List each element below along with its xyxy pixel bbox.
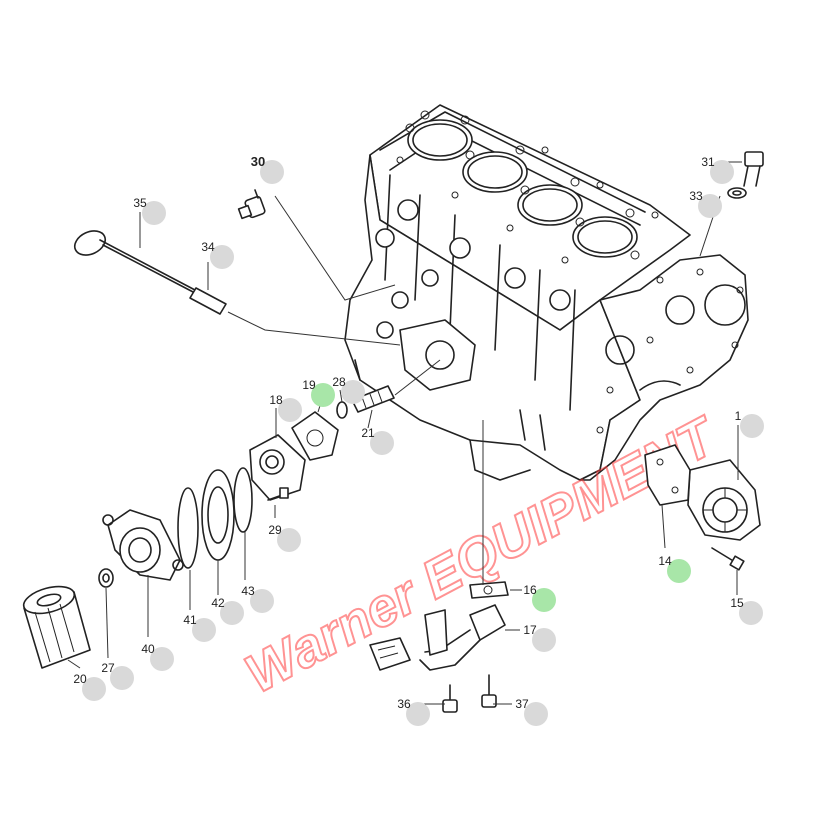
leader-lines: [67, 161, 742, 705]
o-ring-part-28: [336, 401, 348, 419]
callout-bubble: [524, 702, 548, 726]
callout-number: 41: [183, 613, 197, 627]
dipstick-part: [73, 230, 196, 294]
callout-18: 18: [269, 393, 302, 422]
bolt-part-37: [481, 674, 497, 708]
callout-1: 1: [735, 409, 764, 438]
callout-bubble: [532, 588, 556, 612]
callout-bubble: [150, 647, 174, 671]
callout-19: 19: [302, 378, 335, 407]
callout-bubble: [250, 589, 274, 613]
callout-20: 20: [73, 672, 106, 701]
filter-bracket-part-18: [249, 434, 306, 501]
callout-number: 42: [211, 596, 225, 610]
callout-number: 35: [133, 196, 147, 210]
callout-14: 14: [658, 554, 691, 583]
callout-30: 30: [251, 154, 284, 184]
callout-36: 36: [397, 697, 430, 726]
callout-bubble: [260, 160, 284, 184]
gasket-part-41: [177, 487, 199, 569]
callout-number: 34: [201, 240, 215, 254]
callout-number: 14: [658, 554, 672, 568]
callout-number: 31: [701, 155, 715, 169]
callout-43: 43: [241, 584, 274, 613]
callout-35: 35: [133, 196, 166, 225]
washer-part-33: [727, 187, 747, 199]
callout-bubble: [82, 677, 106, 701]
callout-bubble: [739, 601, 763, 625]
callout-bubble: [710, 160, 734, 184]
callout-bubble: [220, 601, 244, 625]
callout-bubble: [192, 618, 216, 642]
callout-bubble: [667, 559, 691, 583]
callout-number: 27: [101, 661, 115, 675]
callout-number: 1: [735, 409, 742, 423]
bolt-part-31: [743, 151, 764, 187]
callout-42: 42: [211, 596, 244, 625]
gasket-part-16: [469, 581, 509, 599]
callout-bubble: [277, 528, 301, 552]
callout-number: 43: [241, 584, 255, 598]
callout-number: 19: [302, 378, 316, 392]
callout-number: 20: [73, 672, 87, 686]
callout-bubble: [311, 383, 335, 407]
pump-gasket-part-14: [644, 444, 691, 506]
callout-37: 37: [515, 697, 548, 726]
bolt-part-36: [442, 684, 458, 713]
callout-bubble: [740, 414, 764, 438]
callout-number: 16: [523, 583, 537, 597]
callout-bubble: [278, 398, 302, 422]
plate-part-42: [201, 469, 235, 561]
callout-bubble: [532, 628, 556, 652]
callout-41: 41: [183, 613, 216, 642]
oil-pump-part-1: [687, 459, 761, 541]
o-ring-part-43: [233, 467, 253, 533]
engine-block: [344, 104, 749, 481]
callout-number: 28: [332, 375, 346, 389]
callout-number: 33: [689, 189, 703, 203]
bolt-part-15: [711, 547, 745, 571]
callout-15: 15: [730, 596, 763, 625]
callout-number: 40: [141, 642, 155, 656]
callout-40: 40: [141, 642, 174, 671]
gasket-part-19: [291, 411, 339, 461]
nipple-part-27: [98, 568, 114, 588]
callout-layer: 30 35 34 31 33 19 28 18 21 1 29 14 15 41 42 43 40 27 20 16 1…: [73, 154, 764, 726]
callout-bubble: [142, 201, 166, 225]
callout-33: 33: [689, 189, 722, 218]
callout-28: 28: [332, 375, 365, 404]
callout-number: 36: [397, 697, 411, 711]
callout-number: 30: [251, 154, 265, 169]
oil-strainer-part-17: [369, 604, 506, 671]
callout-bubble: [341, 380, 365, 404]
callout-16: 16: [523, 583, 556, 612]
callout-number: 15: [730, 596, 744, 610]
callout-27: 27: [101, 661, 134, 690]
filter-head-part-40: [102, 509, 184, 581]
callout-number: 37: [515, 697, 529, 711]
callout-21: 21: [361, 426, 394, 455]
callout-29: 29: [268, 523, 301, 552]
callout-bubble: [110, 666, 134, 690]
callout-34: 34: [201, 240, 234, 269]
callout-number: 17: [523, 623, 537, 637]
callout-17: 17: [523, 623, 556, 652]
callout-bubble: [698, 194, 722, 218]
dipstick-tube-part: [189, 287, 227, 315]
callout-31: 31: [701, 155, 734, 184]
callout-bubble: [210, 245, 234, 269]
callout-number: 21: [361, 426, 375, 440]
oil-filter-part-20: [22, 585, 91, 669]
bolt-part-29: [267, 487, 289, 501]
callout-bubble: [406, 702, 430, 726]
callout-number: 18: [269, 393, 283, 407]
callout-bubble: [370, 431, 394, 455]
oil-pressure-switch-part: [237, 189, 266, 220]
callout-number: 29: [268, 523, 282, 537]
